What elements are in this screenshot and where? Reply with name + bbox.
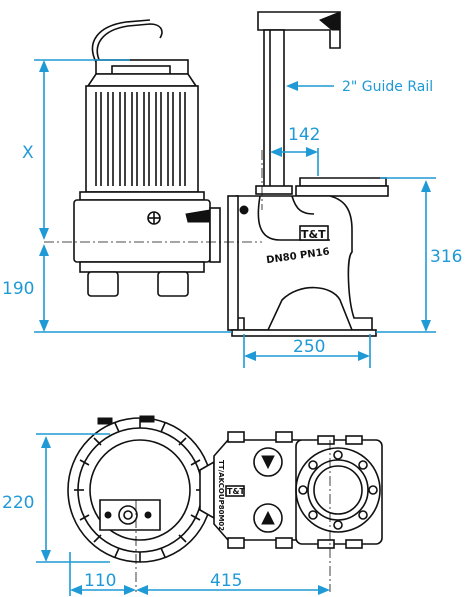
dimension-110: 110 xyxy=(69,552,136,596)
coupling-top xyxy=(213,431,301,549)
dimension-x: X xyxy=(22,59,130,240)
dimension-190: 190 xyxy=(2,244,232,333)
side-logo: T&T xyxy=(301,228,326,241)
pump-top xyxy=(67,415,215,563)
pump-cable xyxy=(96,23,163,63)
dim-110-label: 110 xyxy=(84,571,116,591)
guide-rail-callout: 2" Guide Rail xyxy=(286,79,433,95)
discharge-flange-top xyxy=(295,435,383,549)
duckfoot-bend xyxy=(227,177,389,337)
dim-x-label: X xyxy=(22,143,34,163)
dim-190-label: 190 xyxy=(2,279,34,299)
dim-415-label: 415 xyxy=(210,571,242,591)
coupling-marking: TT/AKCOUP80M02 xyxy=(217,460,225,531)
side-view: T&T DN80 PN16 X 190 2" Guide Rail xyxy=(2,11,462,368)
dim-316-label: 316 xyxy=(430,247,462,267)
guide-rail xyxy=(257,11,341,191)
dimension-220: 220 xyxy=(2,433,110,563)
top-logo: T&T xyxy=(227,487,245,496)
dim-250-label: 250 xyxy=(293,337,325,357)
dim-142-label: 142 xyxy=(288,125,320,145)
top-view: TT/AKCOUP80M02 T&T xyxy=(2,415,383,596)
pump-motor xyxy=(79,59,205,201)
dimension-415: 415 xyxy=(136,571,330,595)
dim-220-label: 220 xyxy=(2,493,34,513)
guide-rail-label: 2" Guide Rail xyxy=(342,79,433,95)
dimension-250: 250 xyxy=(243,334,371,368)
dimension-142: 142 xyxy=(270,125,320,176)
pump-volute xyxy=(73,199,221,297)
dimension-316: 316 xyxy=(376,177,462,333)
